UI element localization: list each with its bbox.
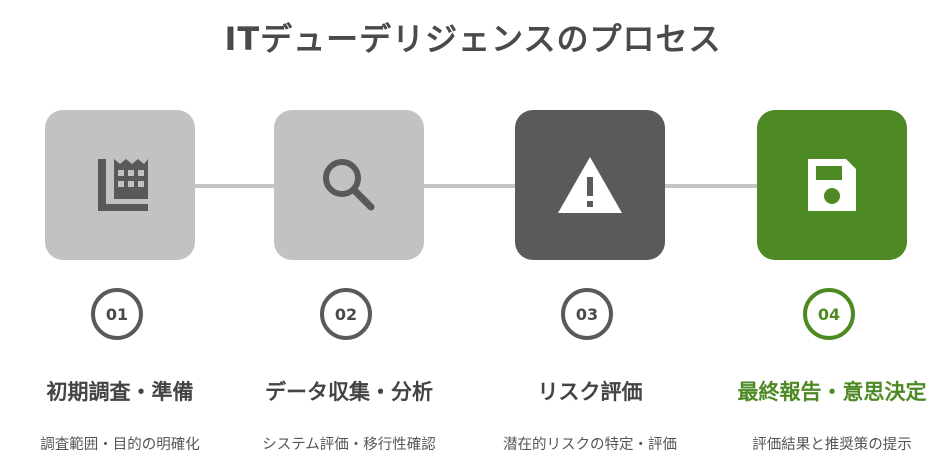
- step-4-tile: [757, 110, 907, 260]
- step-2-tile: [274, 110, 424, 260]
- step-3-tile: [515, 110, 665, 260]
- process-step-1: 01 初期調査・準備 調査範囲・目的の明確化: [0, 110, 240, 470]
- step-2-heading: データ収集・分析: [265, 380, 433, 404]
- search-icon: [323, 159, 375, 211]
- step-1-number: 01: [91, 288, 143, 340]
- step-1-tile: [45, 110, 195, 260]
- step-3-heading: リスク評価: [537, 380, 643, 404]
- step-2-number: 02: [320, 288, 372, 340]
- factory-icon: [98, 159, 148, 211]
- process-step-3: 03 リスク評価 潜在的リスクの特定・評価: [470, 110, 710, 470]
- step-1-description: 調査範囲・目的の明確化: [40, 437, 200, 453]
- process-step-4: 04 最終報告・意思決定 評価結果と推奨策の提示: [712, 110, 946, 470]
- step-4-number: 04: [803, 288, 855, 340]
- step-1-heading: 初期調査・準備: [46, 380, 194, 404]
- process-step-2: 02 データ収集・分析 システム評価・移行性確認: [229, 110, 469, 470]
- process-connector-line: [180, 184, 760, 188]
- step-4-heading: 最終報告・意思決定: [737, 380, 927, 404]
- save-icon: [808, 159, 856, 211]
- step-3-description: 潜在的リスクの特定・評価: [503, 437, 677, 453]
- step-3-number: 03: [561, 288, 613, 340]
- step-2-description: システム評価・移行性確認: [262, 437, 436, 453]
- page-title: ITデューデリジェンスのプロセス: [224, 20, 722, 58]
- step-4-description: 評価結果と推奨策の提示: [752, 437, 912, 453]
- warning-icon: [558, 157, 622, 213]
